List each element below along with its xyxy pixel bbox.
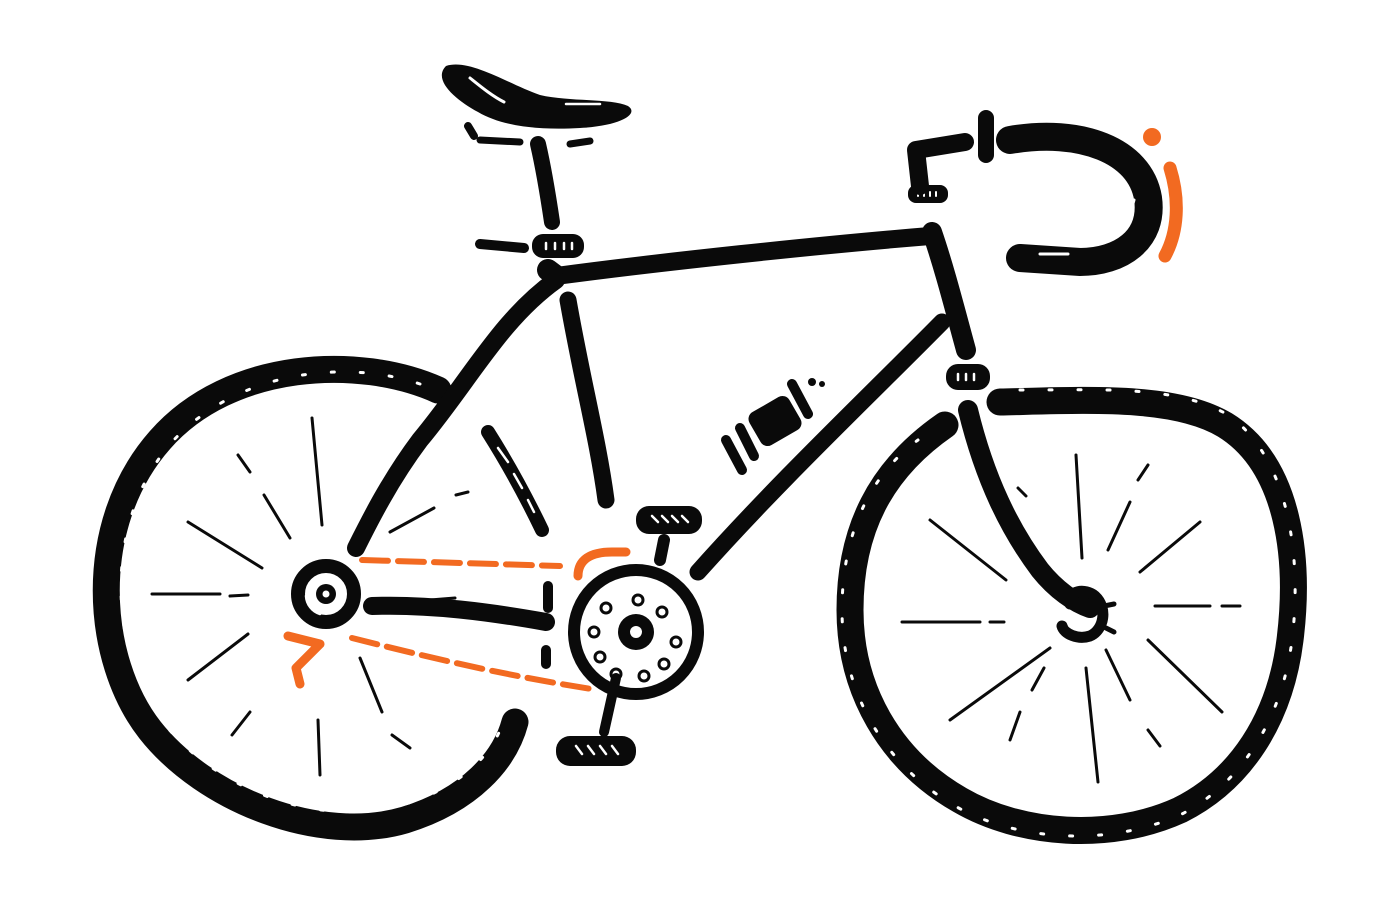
top-tube: [547, 227, 939, 285]
rear-tire: [92, 355, 529, 841]
pedal-bottom: [556, 736, 636, 766]
chain-upper: [359, 557, 563, 569]
pedal-top: [636, 506, 702, 534]
fork: [958, 400, 1100, 618]
rear-wheel: [92, 355, 529, 841]
seat-tube: [559, 291, 615, 509]
brake-lever-dot: [1143, 128, 1161, 146]
crank-arm-upper: [654, 534, 670, 566]
front-tire-upper: [836, 386, 1307, 845]
chainring: [568, 564, 704, 700]
crank-arm-lower: [599, 673, 621, 737]
chainstay-brace: [481, 425, 549, 537]
chainguard-accent: [573, 547, 631, 581]
headset: [907, 110, 994, 390]
seat-stay: [347, 271, 565, 557]
seat-post: [530, 136, 560, 230]
seat-clamp: [532, 234, 584, 258]
water-bottle: [721, 378, 825, 475]
front-hub: [1056, 585, 1117, 643]
rear-hub: [291, 559, 361, 629]
saddle: [441, 64, 632, 258]
brake-lever-accent: [1158, 161, 1183, 263]
front-wheel: [836, 386, 1307, 845]
front-spokes: [900, 453, 1242, 784]
handlebar: [996, 122, 1183, 277]
down-tube: [689, 313, 951, 581]
chain-lower: [349, 635, 601, 693]
stem: [907, 133, 974, 195]
chain: [283, 547, 631, 693]
crankset: [541, 506, 704, 766]
derailleur-accent: [283, 631, 325, 689]
frame: [347, 222, 1100, 631]
head-tube: [922, 222, 976, 360]
chain-stay: [363, 596, 555, 631]
frame-highlights: [496, 446, 536, 514]
rear-spokes: [150, 416, 470, 777]
